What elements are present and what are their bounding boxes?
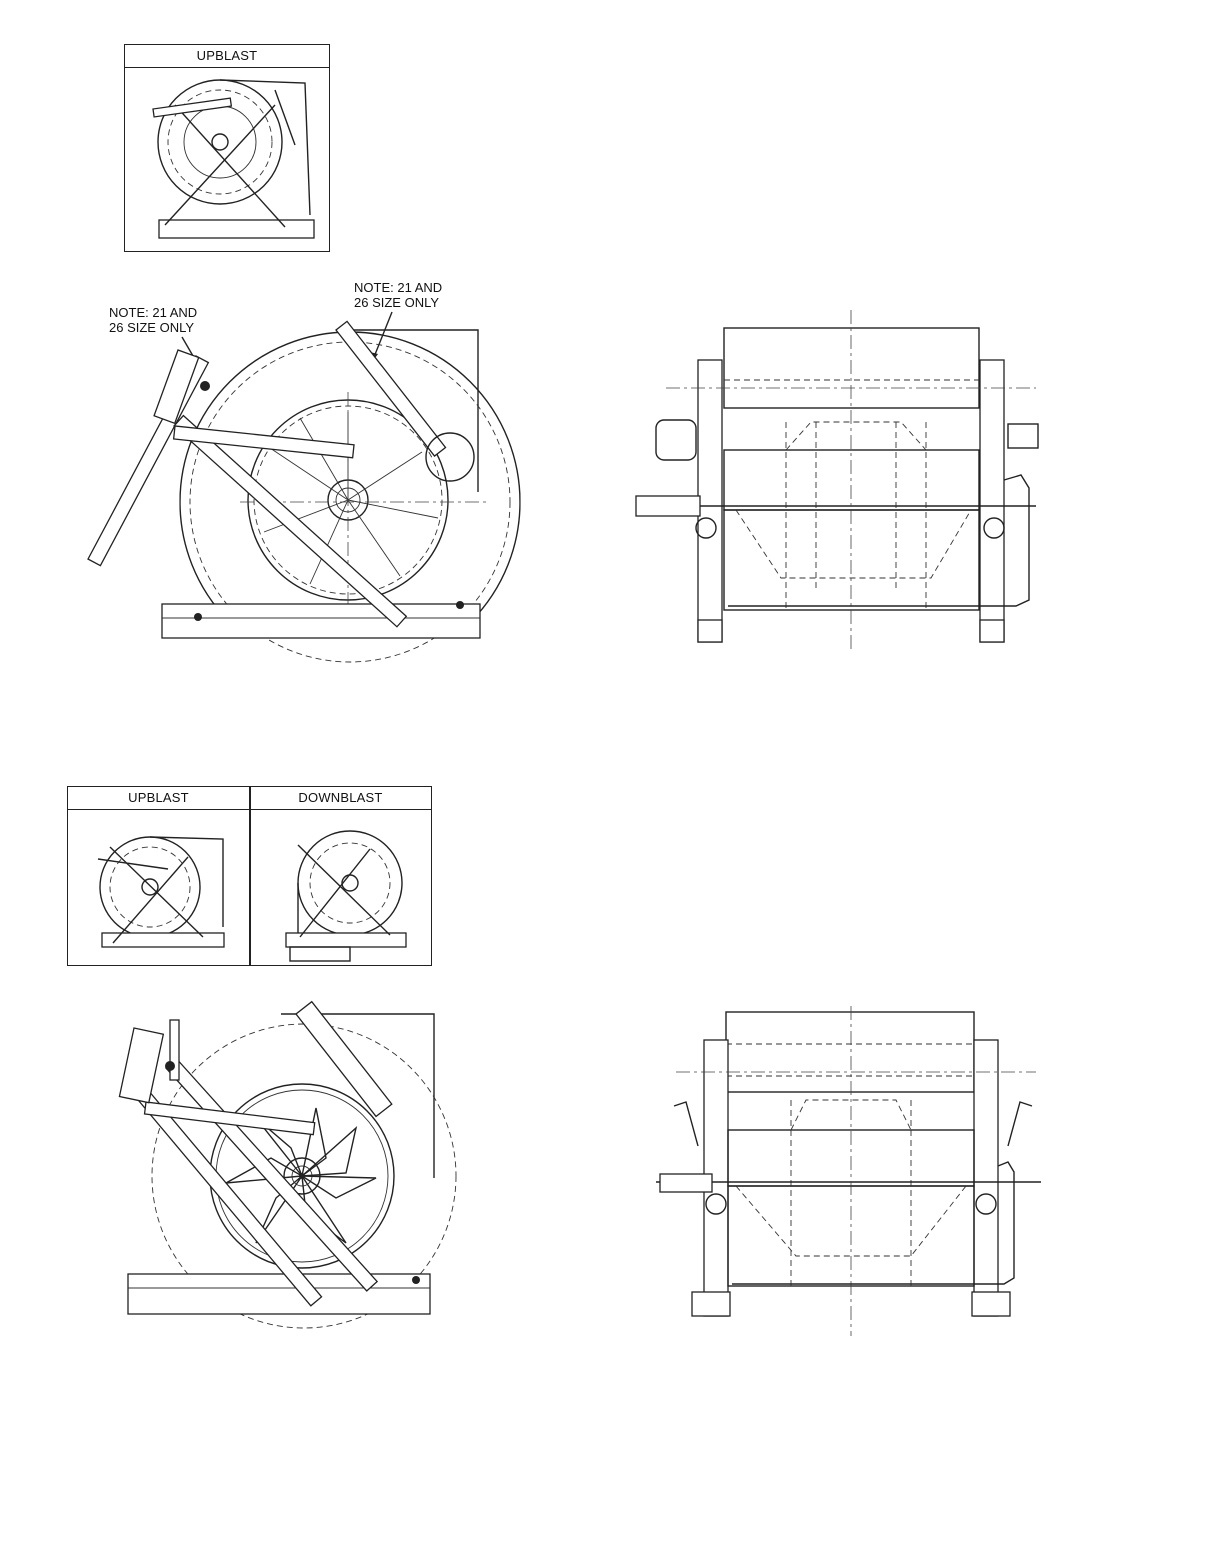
bottom-inset-panel: UPBLAST DOWNBLAST	[67, 786, 432, 966]
top-inset-upblast-fan-drawing	[125, 45, 329, 251]
bottom-fan-front-view	[656, 1006, 1056, 1336]
top-fan-side-view	[160, 322, 490, 652]
top-fan-front-view	[636, 310, 1056, 650]
bottom-inset-upblast-fan-drawing	[68, 787, 249, 965]
top-inset-panel: UPBLAST	[124, 44, 330, 252]
note-right: NOTE: 21 AND 26 SIZE ONLY	[354, 280, 442, 310]
bottom-inset-downblast-fan-drawing	[250, 787, 431, 965]
bottom-fan-side-view	[126, 1008, 446, 1338]
